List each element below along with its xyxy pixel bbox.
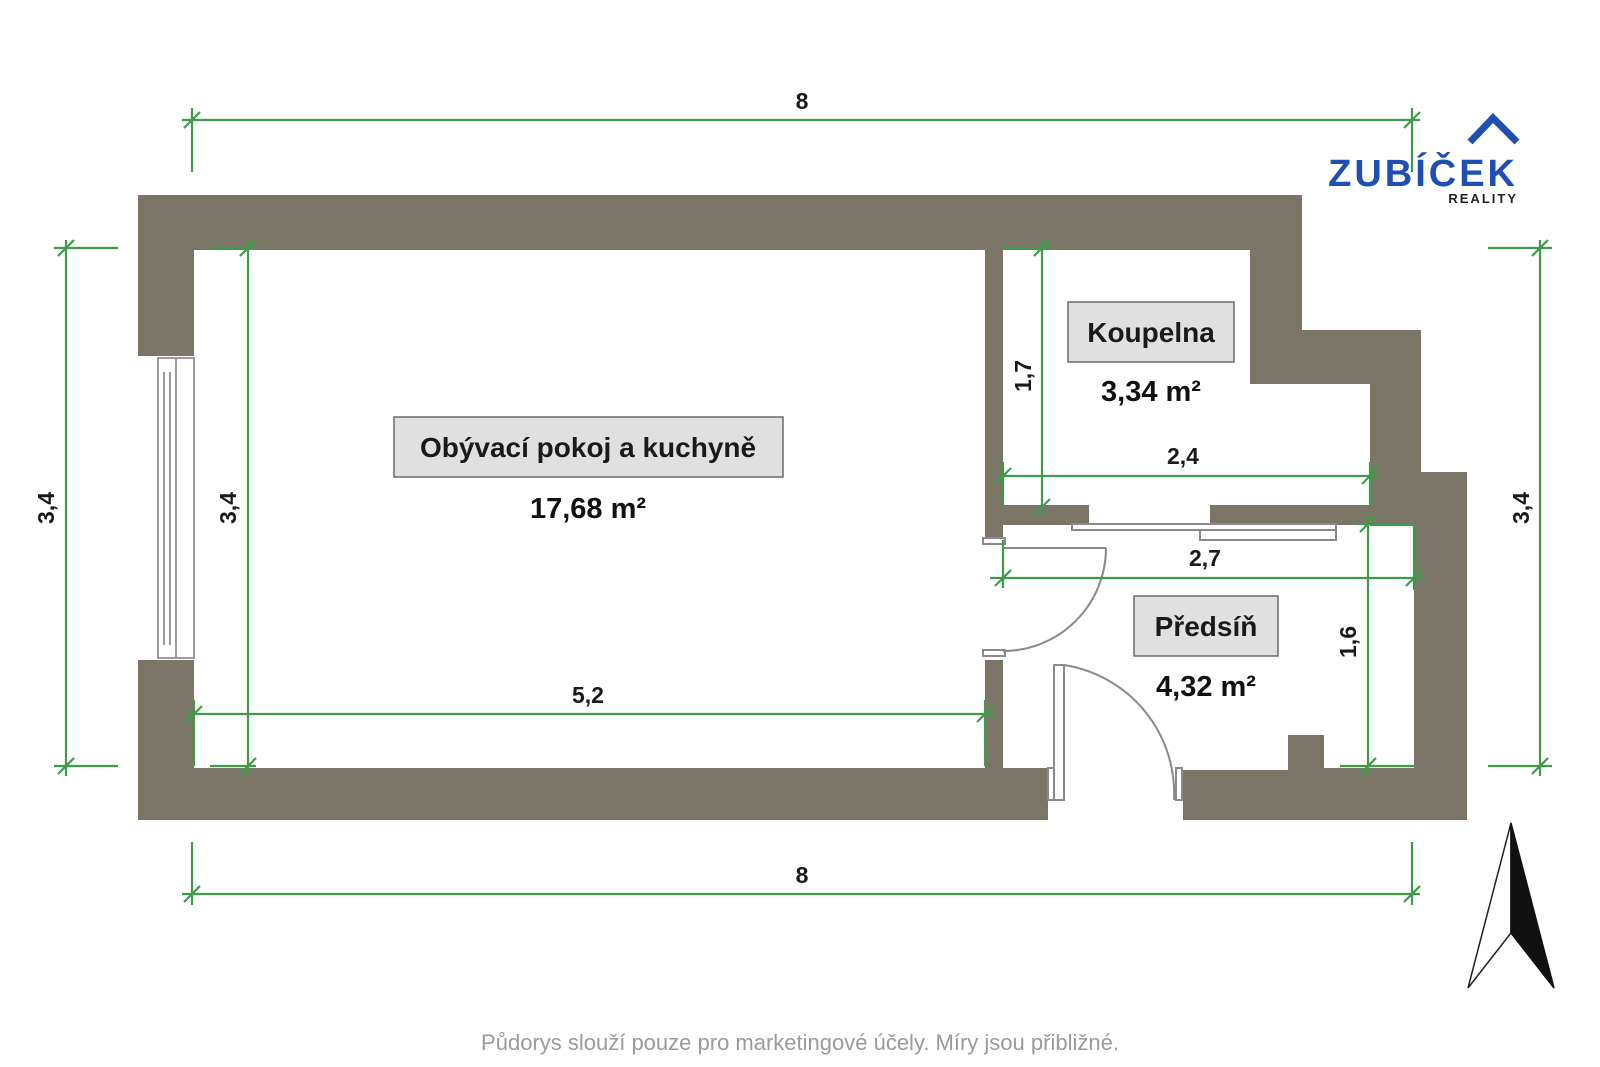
brand-logo: ZUBÍČEK REALITY <box>1328 112 1520 206</box>
room-label-box <box>1133 595 1279 657</box>
room-hallway: Předsíň 4,32 m² <box>1133 595 1279 703</box>
room-area: 4,32 m² <box>1156 671 1256 703</box>
dim-right-height: 3,4 <box>1508 492 1534 524</box>
window <box>157 357 195 659</box>
door-entrance-leaf <box>1053 664 1065 801</box>
door-living-swing <box>1002 547 1107 652</box>
dim-left-height: 3,4 <box>33 492 59 524</box>
partition-walls <box>985 250 1421 768</box>
door-entrance-swing <box>1063 664 1176 801</box>
room-label-box <box>393 416 784 478</box>
room-label-box <box>1067 301 1235 363</box>
room-bathroom: Koupelna 3,34 m² <box>1067 301 1235 408</box>
brand-name: ZUBÍČEK <box>1328 150 1518 195</box>
dim-bath-height: 1,7 <box>1010 360 1036 392</box>
partition-living-upper <box>985 250 1003 538</box>
dim-bottom-width: 8 <box>796 862 809 888</box>
room-area: 3,34 m² <box>1101 376 1201 408</box>
dimension-lines <box>54 108 1552 905</box>
north-arrow-icon <box>1467 822 1555 989</box>
dim-hall-width: 2,7 <box>1189 545 1221 571</box>
disclaimer: Půdorys slouží pouze pro marketingové úč… <box>481 1030 1119 1055</box>
dim-living-width: 5,2 <box>572 682 604 708</box>
dim-living-height: 3,4 <box>215 492 241 524</box>
partition-bath-right <box>1210 505 1370 525</box>
doors <box>982 523 1337 801</box>
room-living: Obývací pokoj a kuchyně 17,68 m² <box>393 416 784 525</box>
partition-bath-left <box>985 505 1089 525</box>
dim-bath-width: 2,4 <box>1167 443 1199 469</box>
room-name: Předsíň <box>1155 611 1258 642</box>
window-opening <box>138 356 194 660</box>
dim-top-width: 8 <box>796 88 809 114</box>
brand-subtitle: REALITY <box>1448 191 1518 206</box>
dimension-labels: 8 8 3,4 3,4 3,4 5,2 1,7 2,4 2,7 1,6 <box>33 88 1534 888</box>
bath-right-wall <box>1370 384 1421 526</box>
roof-icon <box>1467 112 1520 145</box>
room-name: Obývací pokoj a kuchyně <box>420 432 756 463</box>
room-area: 17,68 m² <box>530 493 646 525</box>
room-name: Koupelna <box>1087 317 1215 348</box>
dim-hall-height: 1,6 <box>1335 626 1361 658</box>
